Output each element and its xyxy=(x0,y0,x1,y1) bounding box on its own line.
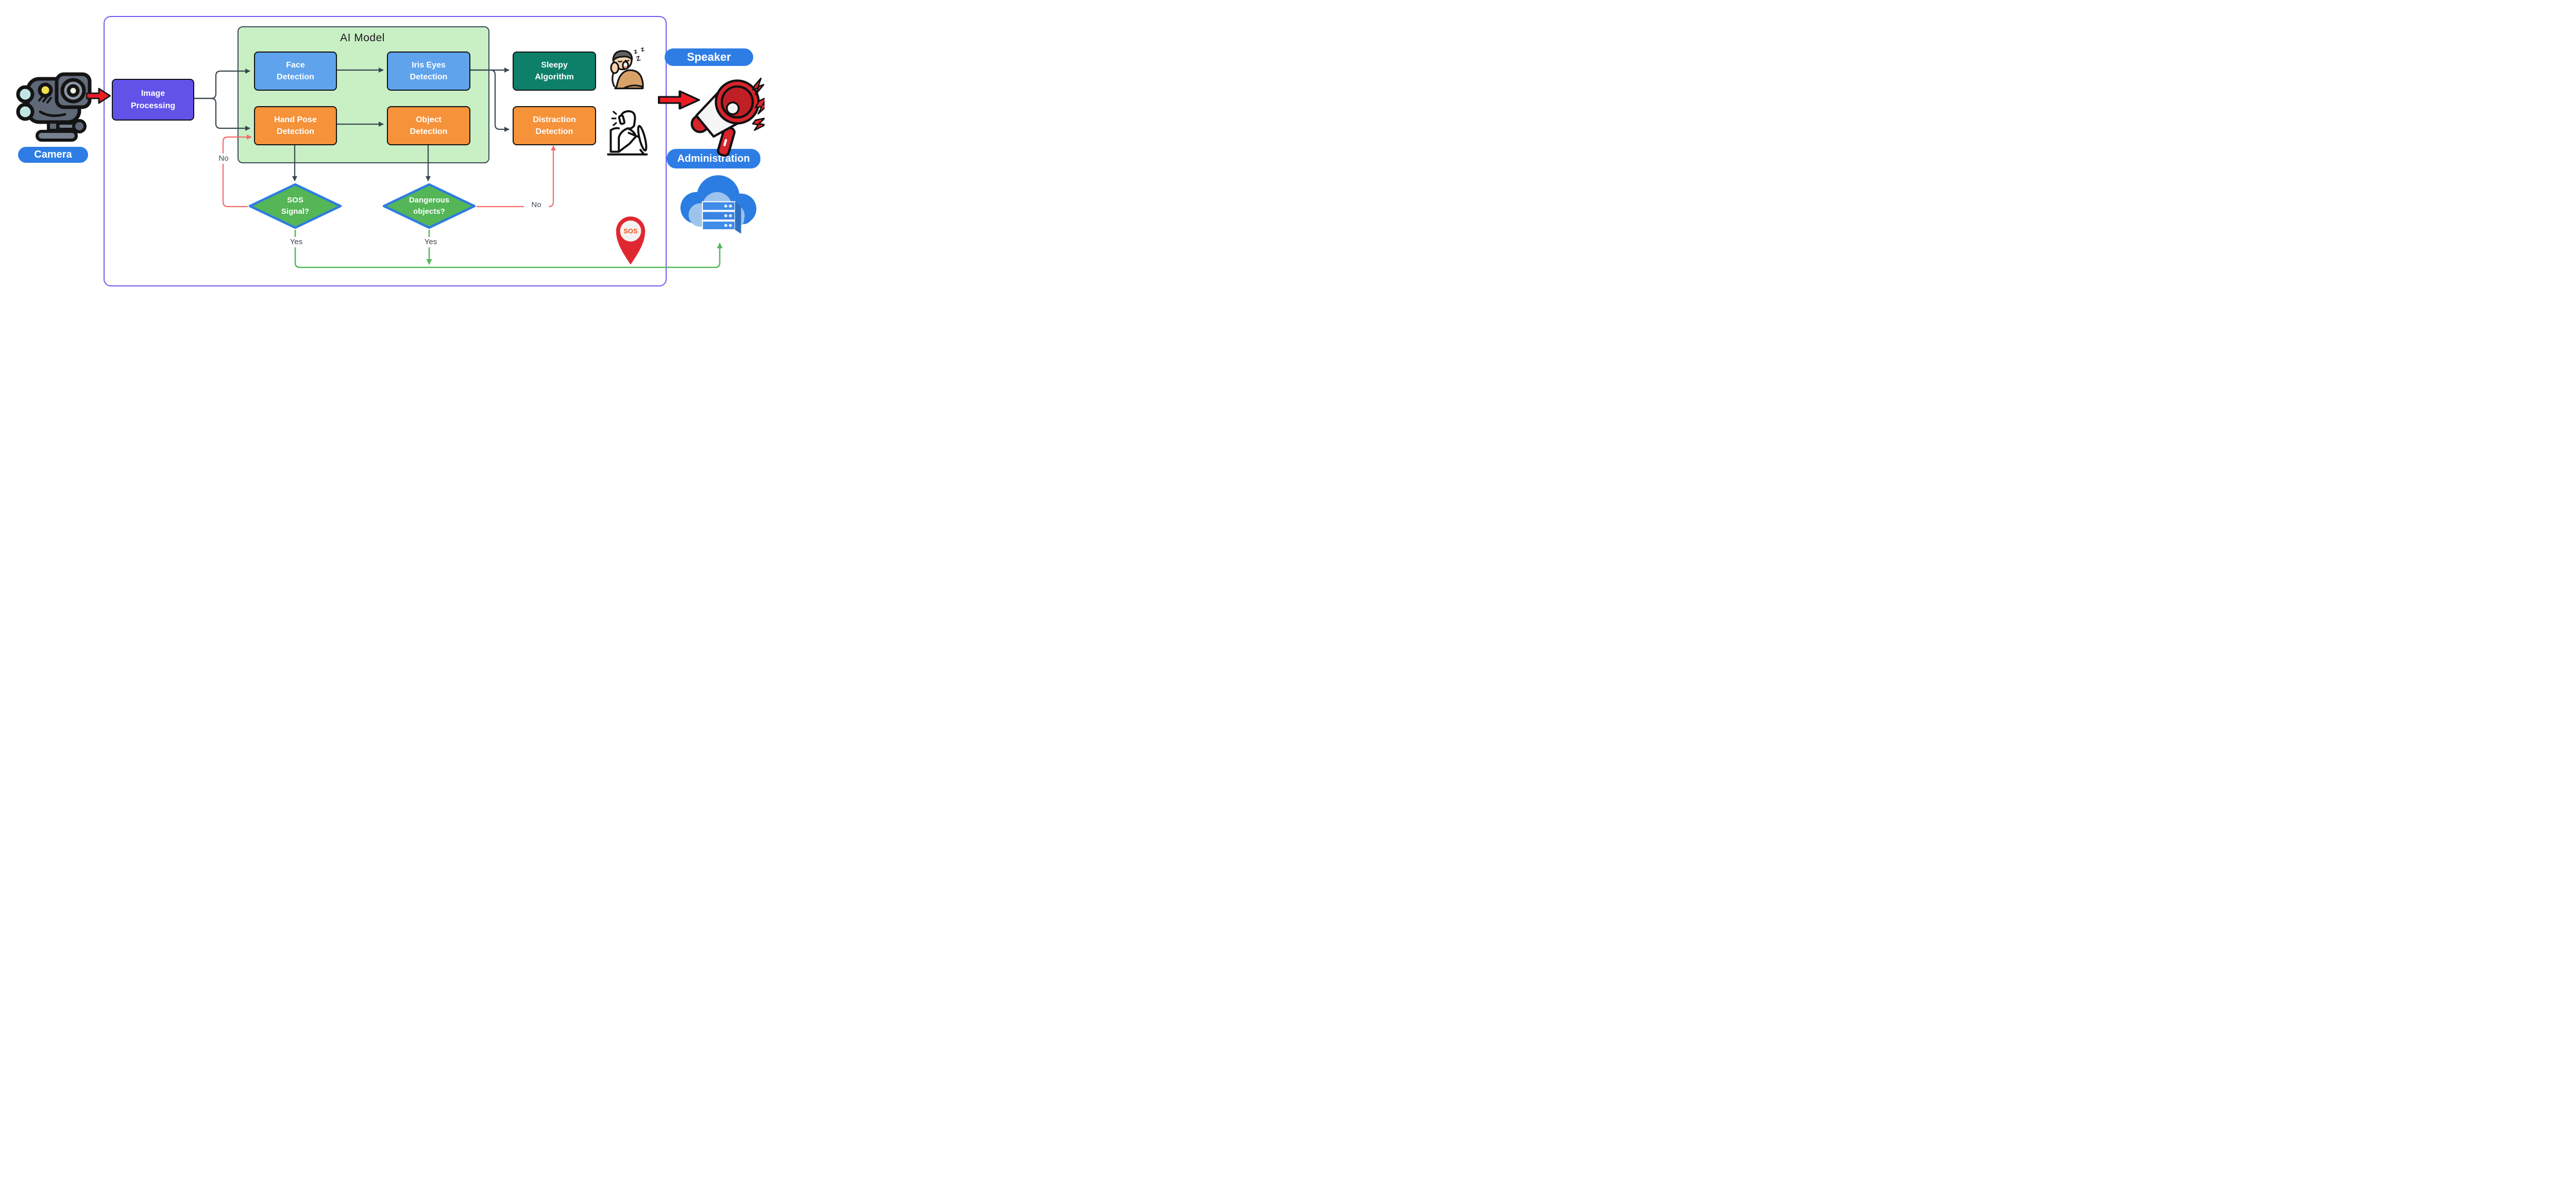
megaphone-icon xyxy=(687,72,770,162)
decision-dangerous-objects-label: Dangerous objects? xyxy=(409,195,450,216)
edge-label-sos-yes: Yes xyxy=(283,237,309,247)
node-face-detection: Face Detection xyxy=(254,52,337,91)
sos-pin-text: SOS xyxy=(623,227,638,235)
edge-label-sos-no: No xyxy=(212,154,235,164)
camera-label-pill: Camera xyxy=(18,147,88,163)
decision-sos-signal-label: SOS Signal? xyxy=(281,195,310,216)
distracted-driver-icon xyxy=(602,104,651,161)
node-distraction-detection: Distraction Detection xyxy=(513,106,596,145)
speaker-output-arrow-icon xyxy=(657,90,700,110)
ai-model-title: AI Model xyxy=(340,32,385,44)
speaker-label-pill: Speaker xyxy=(665,48,753,66)
camera-input-arrow-icon xyxy=(86,88,111,104)
driver-monitoring-flowchart: AI Model xyxy=(0,0,773,297)
node-hand-pose-detection: Hand Pose Detection xyxy=(254,106,337,145)
administration-label-pill: Administration xyxy=(667,149,760,168)
decision-dangerous-objects: Dangerous objects? xyxy=(382,183,477,229)
node-iris-eyes-detection: Iris Eyes Detection xyxy=(387,52,470,91)
cloud-server-icon xyxy=(670,172,761,237)
node-image-processing: Image Processing xyxy=(112,79,194,121)
node-object-detection: Object Detection xyxy=(387,106,470,145)
node-sleepy-algorithm: Sleepy Algorithm xyxy=(513,52,596,91)
camera-icon xyxy=(15,67,102,145)
edge-label-dangerous-yes: Yes xyxy=(418,237,444,247)
sleepy-person-icon: z z Z xyxy=(601,44,650,96)
sos-location-pin-icon: SOS xyxy=(613,212,648,266)
edge-label-dangerous-no: No xyxy=(524,200,549,210)
decision-sos-signal: SOS Signal? xyxy=(248,183,343,229)
